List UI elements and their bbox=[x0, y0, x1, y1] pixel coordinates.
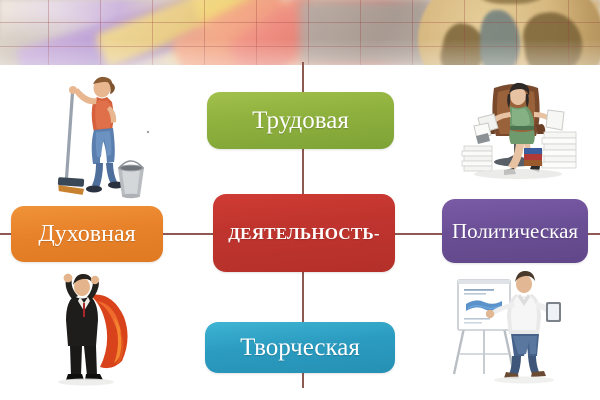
node-center-activity[interactable]: ДЕЯТЕЛЬНОСТЬ- bbox=[213, 194, 395, 272]
node-creative-label: Творческая bbox=[240, 334, 360, 361]
node-spiritual-label: Духовная bbox=[38, 221, 136, 247]
businesswoman-at-desk-with-papers-illustration bbox=[452, 70, 582, 188]
node-creative[interactable]: Творческая bbox=[205, 322, 395, 373]
node-spiritual[interactable]: Духовная bbox=[11, 206, 163, 262]
node-political-label: Политическая bbox=[451, 218, 579, 243]
banner-bottom-fade bbox=[0, 0, 600, 65]
globe-landmasses bbox=[418, 0, 600, 65]
node-political[interactable]: Политическая bbox=[442, 199, 588, 263]
banner-grid-overlay bbox=[0, 0, 600, 65]
node-labor-label: Трудовая bbox=[252, 107, 349, 134]
banner-grey-blur-area bbox=[300, 0, 430, 65]
man-presenting-at-flipchart-illustration bbox=[448, 262, 588, 388]
man-in-suit-with-red-cape-illustration bbox=[38, 265, 154, 387]
node-labor[interactable]: Трудовая bbox=[207, 92, 394, 149]
woman-with-mop-and-bucket-illustration bbox=[44, 70, 152, 200]
blurred-crayons-and-globe-photo-banner bbox=[0, 0, 600, 65]
node-center-label: ДЕЯТЕЛЬНОСТЬ- bbox=[228, 223, 380, 243]
